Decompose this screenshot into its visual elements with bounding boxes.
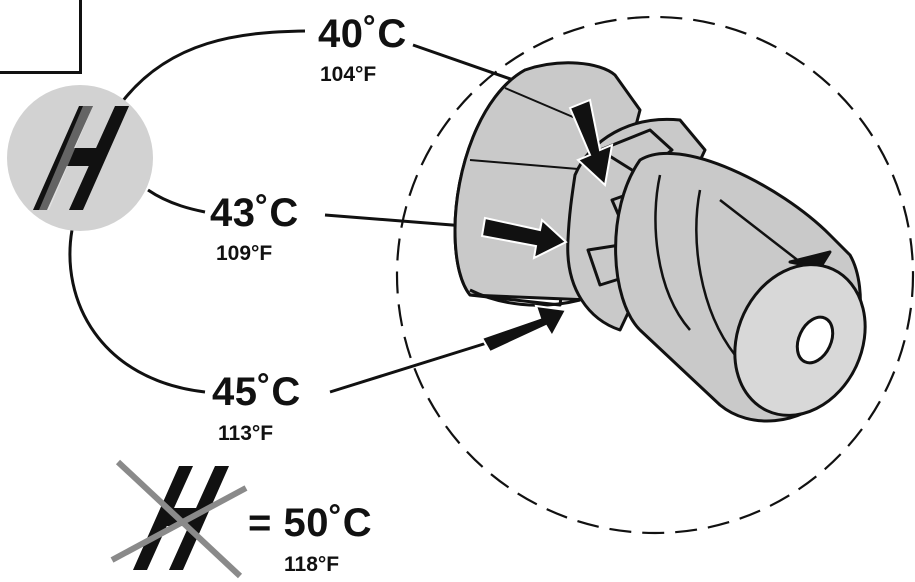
label-45-celsius: 45˚C [212, 370, 301, 414]
connector-40 [120, 29, 306, 103]
label-45-fahrenheit: 113°F [218, 422, 274, 445]
label-43-celsius: 43˚C [210, 191, 299, 235]
limit-fahrenheit: 118°F [284, 553, 340, 576]
arrow-40 [568, 98, 614, 187]
thermostatic-cartridge-icon [453, 61, 867, 423]
crossed-out-h-icon [110, 459, 248, 579]
connector-43 [147, 188, 206, 214]
connector-45 [68, 229, 206, 394]
arrow-45 [480, 304, 568, 354]
hot-water-h-icon [7, 85, 153, 231]
pointer-45 [329, 340, 491, 394]
label-43-fahrenheit: 109°F [216, 242, 273, 265]
label-40-celsius: 40˚C [318, 12, 407, 56]
stop-sign-text: STOP [2, 12, 60, 37]
arrow-43 [480, 216, 568, 260]
dashed-circle [395, 15, 915, 535]
limit-celsius: = 50˚C [248, 501, 373, 545]
stop-box [0, 0, 82, 74]
label-40-fahrenheit: 104°F [320, 63, 377, 86]
